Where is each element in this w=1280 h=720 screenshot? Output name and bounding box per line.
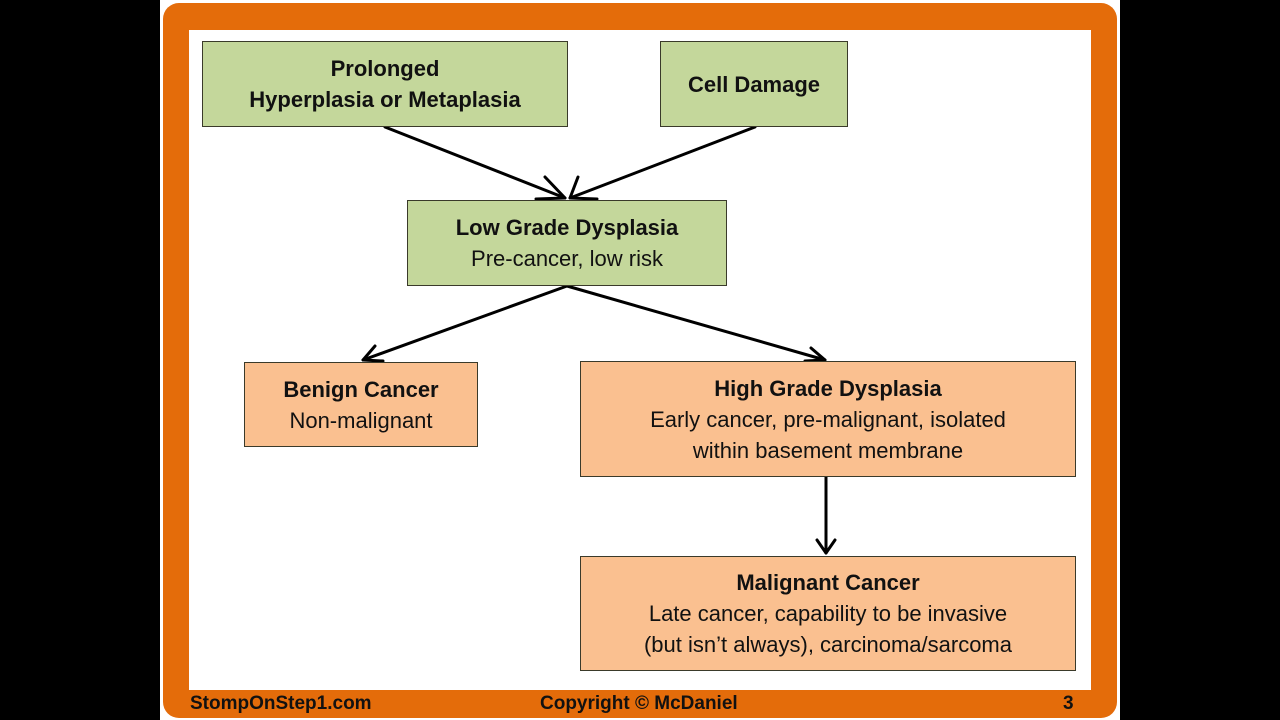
node-description: within basement membrane	[692, 437, 964, 463]
arrow-celldamage-to-lowgrade	[568, 125, 757, 201]
footer-copyright: Copyright © McDaniel	[540, 693, 738, 714]
footer-site: StompOnStep1.com	[190, 693, 372, 714]
node-title: Low Grade Dysplasia	[455, 215, 679, 240]
node-low-grade-dysplasia: Low Grade Dysplasia Pre-cancer, low risk	[407, 200, 727, 286]
node-title: Cell Damage	[687, 71, 821, 97]
node-description: Non-malignant	[289, 407, 433, 433]
node-description: Early cancer, pre-malignant, isolated	[650, 406, 1006, 432]
node-description: Pre-cancer, low risk	[471, 246, 663, 271]
node-title: Prolonged	[330, 56, 440, 81]
arrow-lowgrade-to-benign	[361, 284, 569, 363]
node-title: Hyperplasia or Metaplasia	[249, 87, 521, 112]
node-malignant-cancer: Malignant Cancer Late cancer, capability…	[580, 556, 1076, 671]
node-high-grade-dysplasia: High Grade Dysplasia Early cancer, pre-m…	[580, 361, 1076, 477]
node-description: Late cancer, capability to be invasive	[648, 601, 1008, 626]
node-title: High Grade Dysplasia	[714, 375, 942, 401]
node-title: Malignant Cancer	[736, 570, 920, 595]
node-benign-cancer: Benign Cancer Non-malignant	[244, 362, 478, 447]
node-title: Benign Cancer	[283, 376, 439, 402]
node-description: (but isn’t always), carcinoma/sarcoma	[643, 632, 1012, 657]
slide-number: 3	[1063, 693, 1074, 714]
node-prolonged-hyperplasia: Prolonged Hyperplasia or Metaplasia	[202, 41, 568, 127]
node-cell-damage: Cell Damage	[660, 41, 848, 127]
arrow-highgrade-to-malignant	[815, 475, 837, 555]
arrow-lowgrade-to-highgrade	[565, 284, 827, 363]
arrow-prolonged-to-lowgrade	[383, 125, 567, 201]
